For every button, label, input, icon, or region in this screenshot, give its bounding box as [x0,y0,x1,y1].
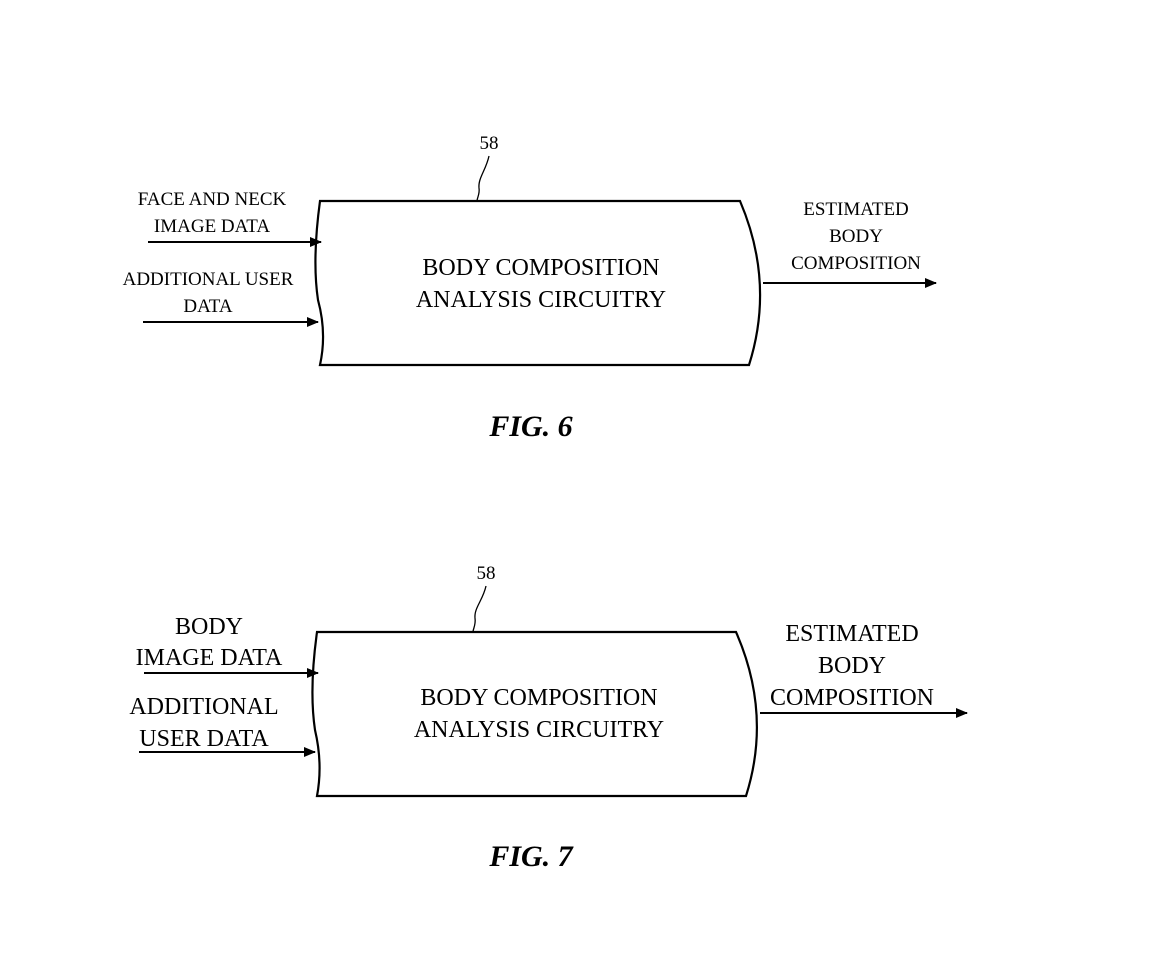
leader-line [476,155,490,202]
figure-caption: FIG. 7 [488,840,573,873]
figure-caption: FIG. 6 [488,410,572,443]
reference-numeral: 58 [477,563,496,584]
leader-line [472,585,487,633]
output-label-line-3: COMPOSITION [770,685,934,711]
output-label-line-1: ESTIMATED [803,199,909,220]
block-label-line-1: BODY COMPOSITION [420,685,657,711]
input-1-label-line-1: BODY [175,614,243,640]
input-2-label-line-1: ADDITIONAL USER [123,269,294,290]
output-label-line-2: BODY [829,226,883,247]
output-label-line-1: ESTIMATED [785,621,918,647]
analysis-circuitry-block [314,199,762,367]
input-2-label-line-1: ADDITIONAL [129,694,278,720]
input-1-label-line-2: IMAGE DATA [154,216,270,237]
reference-numeral: 58 [480,133,499,154]
input-1-label-line-2: IMAGE DATA [136,645,283,671]
input-1-label-line-1: FACE AND NECK [138,189,287,210]
input-2-label-line-2: DATA [183,296,232,317]
block-label-line-2: ANALYSIS CIRCUITRY [414,717,664,743]
figure-7: 58 BODY COMPOSITION ANALYSIS CIRCUITRY B… [129,563,968,873]
analysis-circuitry-block [311,630,758,798]
output-label-line-3: COMPOSITION [791,253,921,274]
figure-6: 58 BODY COMPOSITION ANALYSIS CIRCUITRY F… [123,133,937,443]
input-2-label-line-2: USER DATA [139,726,269,752]
block-label-line-2: ANALYSIS CIRCUITRY [416,287,666,313]
output-label-line-2: BODY [818,653,886,679]
block-label-line-1: BODY COMPOSITION [422,255,659,281]
